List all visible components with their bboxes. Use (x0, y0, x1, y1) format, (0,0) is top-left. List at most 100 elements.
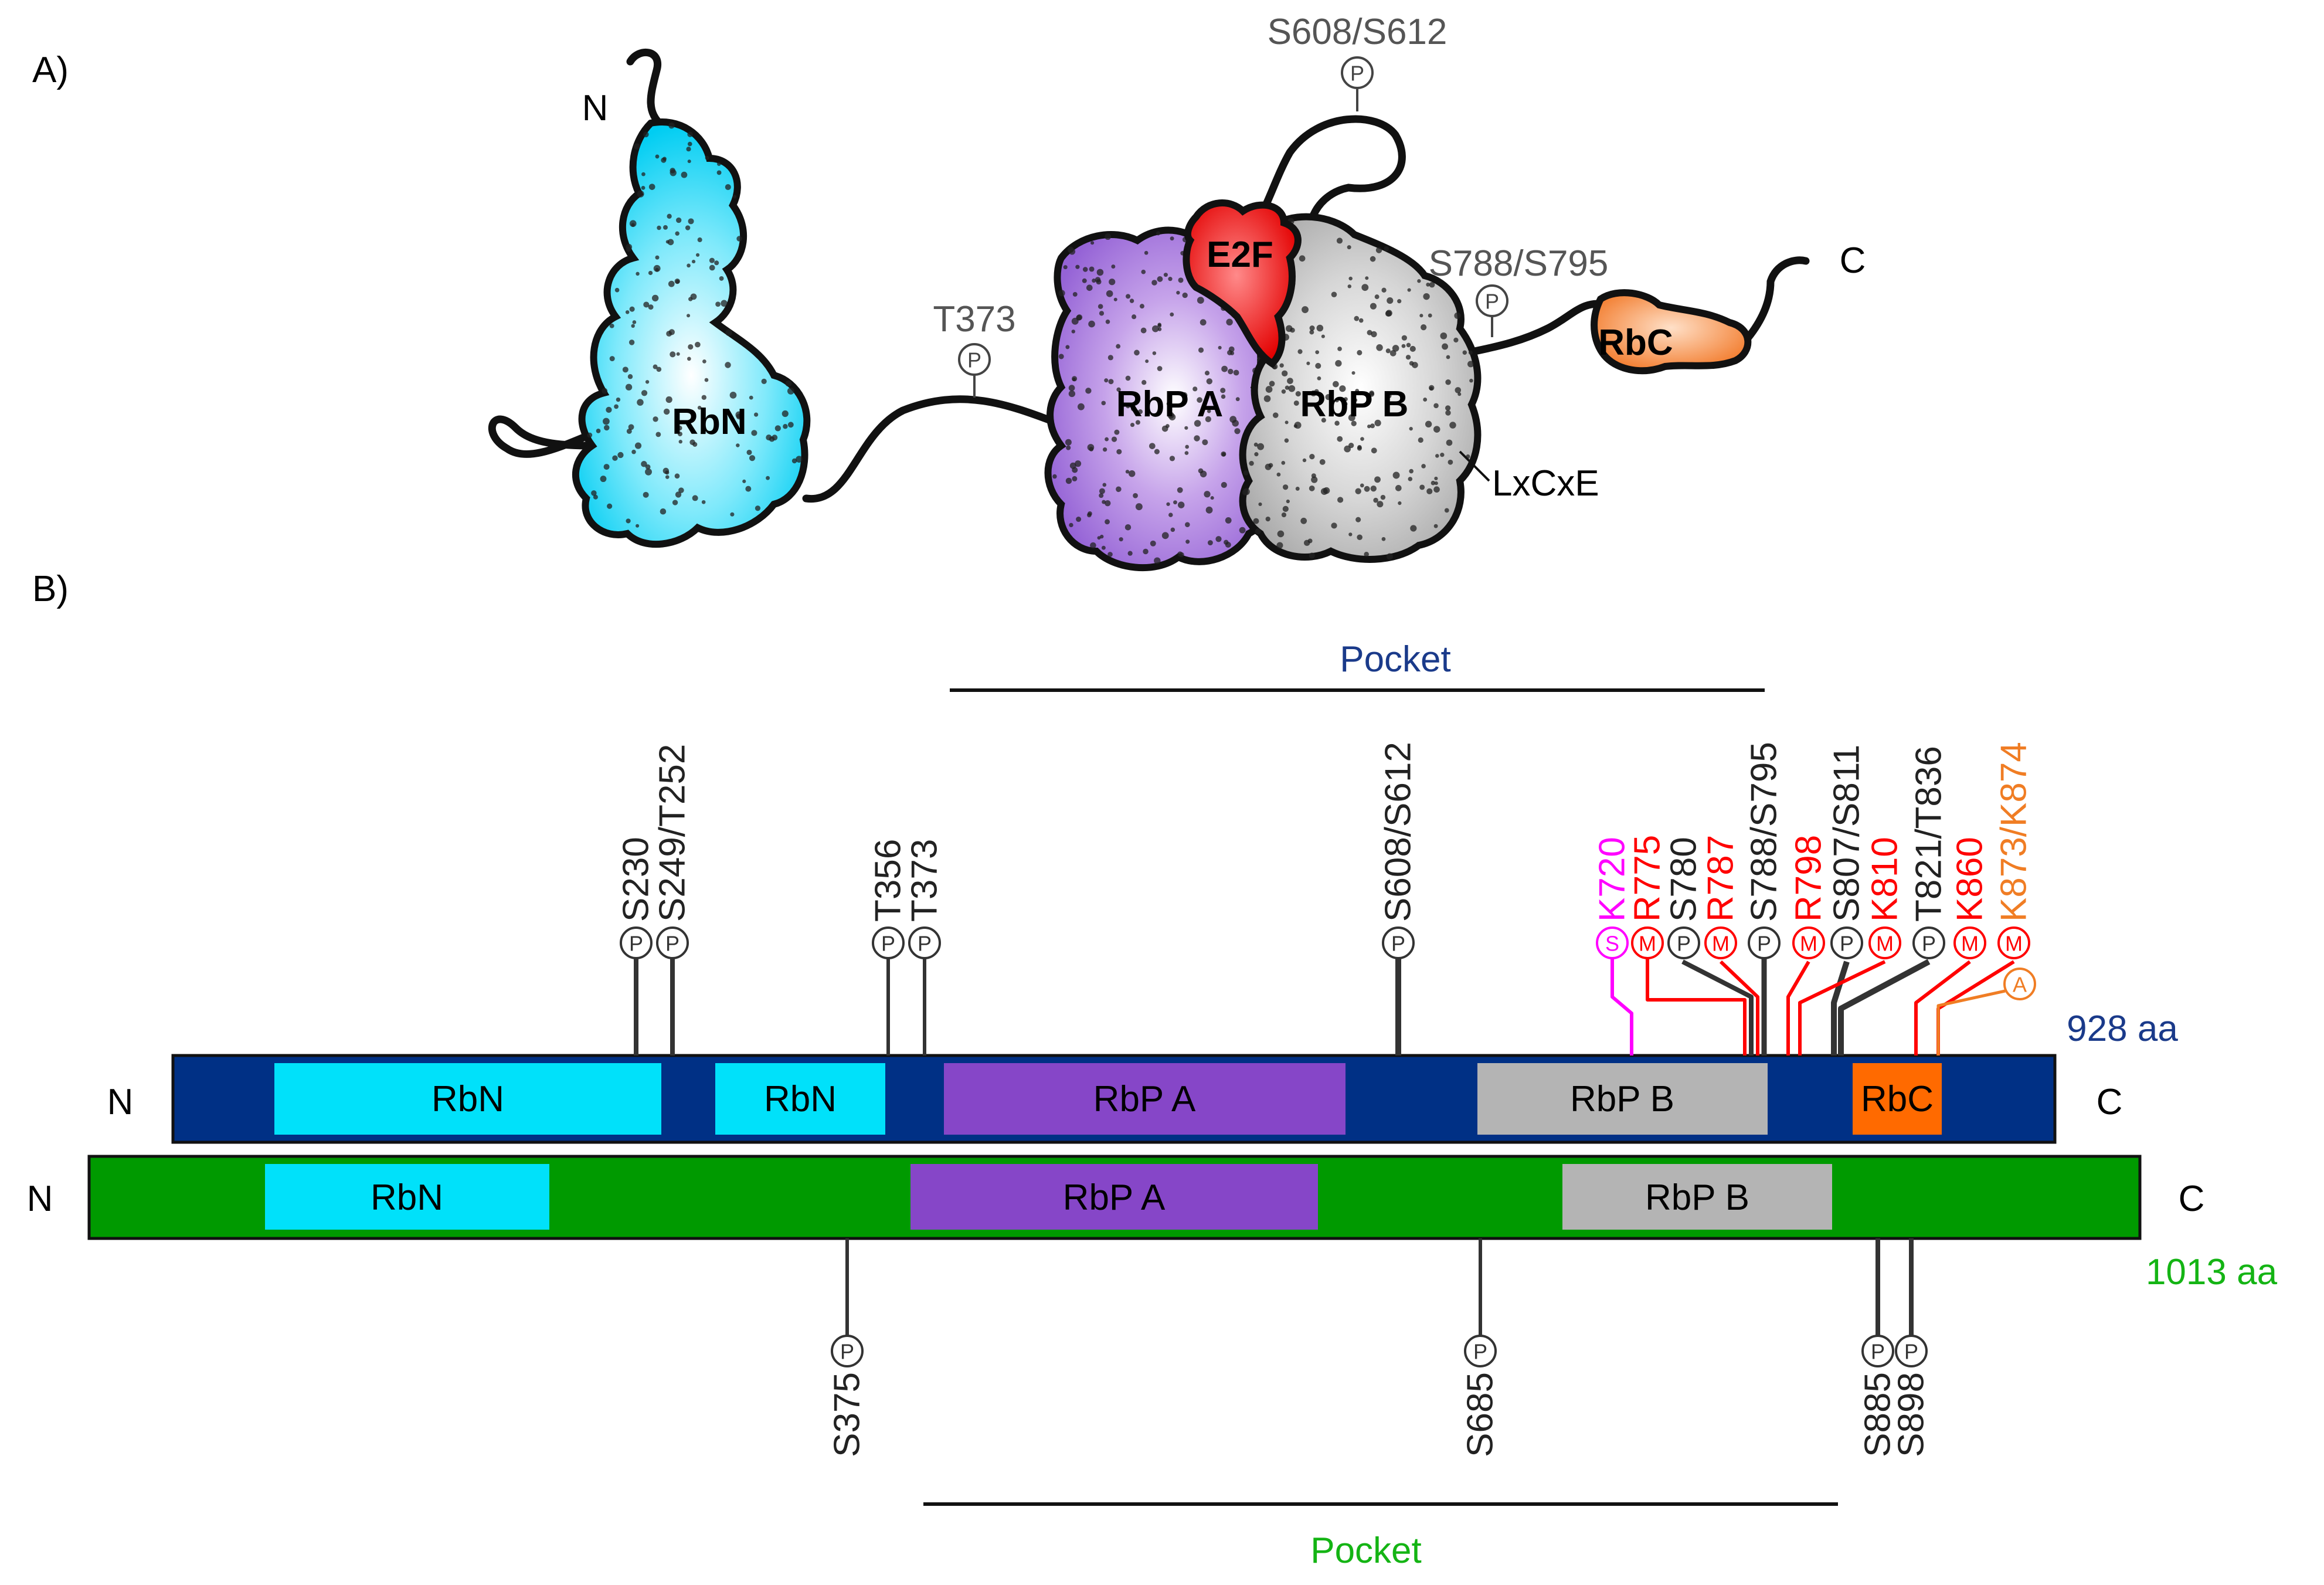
s608-s612-label-b: S608/S612 (1378, 742, 1419, 922)
bottom-rbpa-label: RbP A (1063, 1177, 1166, 1218)
top-n-terminus: N (107, 1082, 134, 1122)
s788-phospho-site: P S788/S795 (1429, 243, 1608, 337)
s885-label: S885 (1858, 1372, 1898, 1457)
bottom-n-terminus: N (27, 1179, 53, 1219)
phospho-mark: P (1904, 1340, 1918, 1364)
phospho-icon (1861, 1335, 1894, 1367)
site-s780: P S780 (1664, 837, 1704, 959)
phospho-icon (620, 926, 653, 959)
t373-label: T373 (933, 299, 1015, 340)
rbpa-blob-label: RbP A (1116, 384, 1224, 425)
acetyl-icon (2003, 968, 2036, 1000)
phospho-mark: P (1922, 932, 1936, 956)
phospho-mark: P (1840, 932, 1854, 956)
phospho-icon (1748, 926, 1781, 959)
methyl-icon (1953, 926, 1986, 959)
k720-label: K720 (1592, 837, 1633, 922)
s249-t252-label: S249/T252 (653, 744, 693, 922)
site-s608-s612: P S608/S612 (1378, 742, 1419, 1055)
phospho-mark: P (967, 348, 981, 372)
c-terminal-site-connectors (1611, 959, 2015, 1055)
rbc-blob-label: RbC (1598, 323, 1673, 363)
r775-label: R775 (1628, 835, 1668, 922)
s608-phospho-site: P S608/S612 (1268, 12, 1447, 111)
phospho-icon (1912, 926, 1945, 959)
rbn-domain-blob-speckles (587, 122, 803, 528)
panel-a-label: A) (32, 50, 69, 90)
top-rbn-domain-1 (274, 1063, 661, 1135)
phospho-icon (1895, 1335, 1928, 1367)
bottom-rbn-label: RbN (371, 1177, 443, 1218)
phospho-icon (908, 926, 941, 959)
bottom-rbpa-domain (910, 1164, 1318, 1230)
protein-backbone (488, 49, 1810, 503)
site-r775: M R775 (1628, 835, 1668, 959)
phospho-icon (1476, 284, 1508, 317)
phospho-icon (1382, 926, 1415, 959)
phospho-icon (958, 343, 991, 376)
phospho-mark: P (1871, 1340, 1885, 1364)
phospho-icon (1830, 926, 1863, 959)
phospho-mark: P (881, 932, 895, 956)
sumo-mark: S (1605, 932, 1619, 956)
top-rbn-domain-2 (715, 1063, 885, 1135)
site-s807-s811: P S807/S811 (1827, 745, 1867, 959)
phospho-icon (1341, 56, 1374, 89)
k810-label: K810 (1865, 837, 1905, 922)
t821-t836-label: T821/T836 (1909, 746, 1949, 922)
panel-b-label: B) (32, 569, 69, 609)
site-s375: P S375 (827, 1238, 868, 1457)
methyl-mark: M (1876, 932, 1894, 956)
site-s898: P S898 (1891, 1238, 1932, 1457)
methyl-icon (1997, 926, 2030, 959)
site-s788-s795: P S788/S795 (1744, 742, 1785, 959)
s898-label: S898 (1891, 1372, 1932, 1457)
phospho-icon (1464, 1335, 1497, 1367)
s780-label: S780 (1664, 837, 1704, 922)
phospho-mark: P (1473, 1340, 1487, 1364)
sumo-icon (1596, 926, 1629, 959)
panel-a: A) RbN RbP A RbP B E2F RbC N C P T373 (32, 12, 1866, 572)
site-s685: P S685 (1460, 1238, 1501, 1457)
phospho-icon (1667, 926, 1700, 959)
rbpb-domain-blob (1239, 213, 1482, 563)
lxcxe-pointer (1459, 450, 1490, 482)
bottom-pocket-label: Pocket (1310, 1530, 1422, 1571)
methyl-mark: M (1961, 932, 1979, 956)
lxcxe-motif-label: LxCxE (1492, 463, 1599, 504)
methyl-icon (1704, 926, 1737, 959)
top-rbc-domain (1853, 1063, 1942, 1135)
methyl-mark: M (2005, 932, 2023, 956)
bottom-length-label: 1013 aa (2146, 1252, 2278, 1292)
s230-label: S230 (616, 837, 657, 922)
s685-label: S685 (1460, 1372, 1501, 1457)
phospho-mark: P (1391, 932, 1405, 956)
phospho-mark: P (1350, 62, 1364, 86)
methyl-mark: M (1712, 932, 1730, 956)
site-t373: P T373 (905, 839, 945, 1055)
top-c-terminus: C (2097, 1082, 2123, 1122)
phospho-mark: P (1677, 932, 1691, 956)
phospho-icon (872, 926, 905, 959)
rbn-blob-label: RbN (672, 402, 746, 442)
phospho-mark: P (1757, 932, 1771, 956)
bottom-rbpb-label: RbP B (1645, 1177, 1749, 1218)
methyl-mark: M (1639, 932, 1656, 956)
rbpb-domain-blob-speckles (1242, 218, 1474, 560)
rbc-domain-blob (1591, 289, 1752, 375)
rbpb-blob-label: RbP B (1300, 384, 1409, 425)
acetyl-mark: A (2013, 973, 2027, 997)
phospho-mark: P (1485, 290, 1499, 314)
c-terminus-label: C (1840, 240, 1866, 281)
phospho-mark: P (840, 1340, 854, 1364)
site-k873-k874: M A K873/K874 (1994, 742, 2036, 1000)
site-t821-t836: P T821/T836 (1909, 746, 1949, 959)
s375-label: S375 (827, 1372, 868, 1457)
top-rbn-1-label: RbN (431, 1079, 504, 1119)
site-k720: S K720 (1592, 837, 1633, 959)
site-t356: P T356 (868, 839, 909, 1055)
top-rbpa-domain (944, 1063, 1346, 1135)
methyl-icon (1631, 926, 1664, 959)
top-rbpa-label: RbP A (1093, 1079, 1196, 1119)
site-r798: M R798 (1789, 835, 1829, 959)
